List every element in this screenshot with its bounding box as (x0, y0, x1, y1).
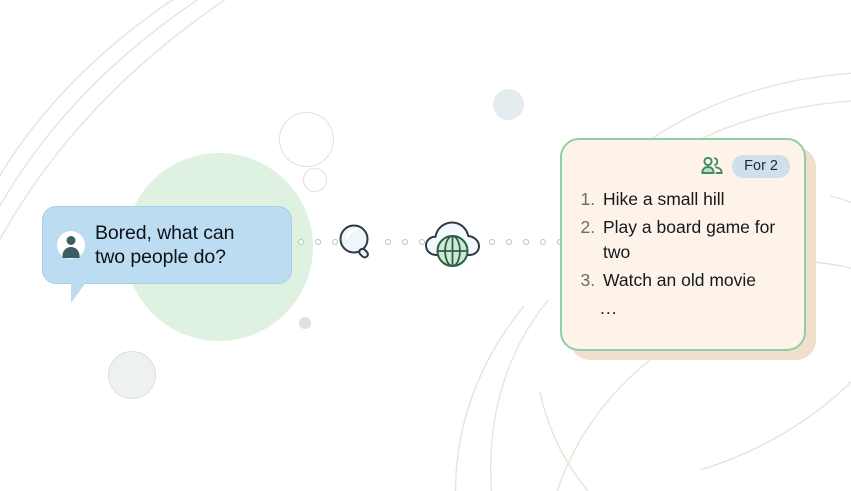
connector-dots-right (489, 239, 563, 245)
for-two-badge[interactable]: For 2 (732, 154, 790, 178)
connector-dot (523, 239, 529, 245)
list-item[interactable]: Hike a small hill (600, 187, 790, 212)
results-ellipsis: ... (600, 298, 618, 318)
connector-dots-left (298, 239, 338, 245)
result-text-3: Watch an old movie (603, 270, 757, 290)
connector-dot (506, 239, 512, 245)
query-line-1: Bored, what can (95, 222, 235, 244)
connector-dot (419, 239, 425, 245)
query-line-2: two people do? (95, 246, 226, 268)
user-query-bubble[interactable]: Bored, what can two people do? (42, 206, 292, 305)
results-card[interactable]: For 2 Hike a small hill Play a board gam… (560, 138, 806, 351)
results-list: Hike a small hill Play a board game for … (578, 187, 790, 293)
result-text-1: Hike a small hill (603, 189, 725, 209)
connector-dot (298, 239, 304, 245)
avatar-head (66, 236, 76, 245)
people-group-icon (701, 156, 723, 174)
connector-dot (385, 239, 391, 245)
connector-dot (402, 239, 408, 245)
bubble-tail (71, 281, 87, 303)
connector-dot (540, 239, 546, 245)
user-query-text: Bored, what can two people do? (95, 221, 235, 269)
cloud-globe-icon[interactable] (424, 218, 482, 272)
list-item[interactable]: Play a board game for two (600, 215, 790, 265)
avatar-body (62, 247, 80, 258)
results-card-header: For 2 (578, 152, 790, 180)
connector-dot (332, 239, 338, 245)
list-item[interactable]: Watch an old movie (600, 268, 790, 293)
magnifier-icon[interactable] (336, 222, 380, 266)
person-avatar-icon (57, 231, 85, 259)
result-text-2: Play a board game for two (603, 217, 776, 262)
connector-dot (315, 239, 321, 245)
connector-dot (489, 239, 495, 245)
